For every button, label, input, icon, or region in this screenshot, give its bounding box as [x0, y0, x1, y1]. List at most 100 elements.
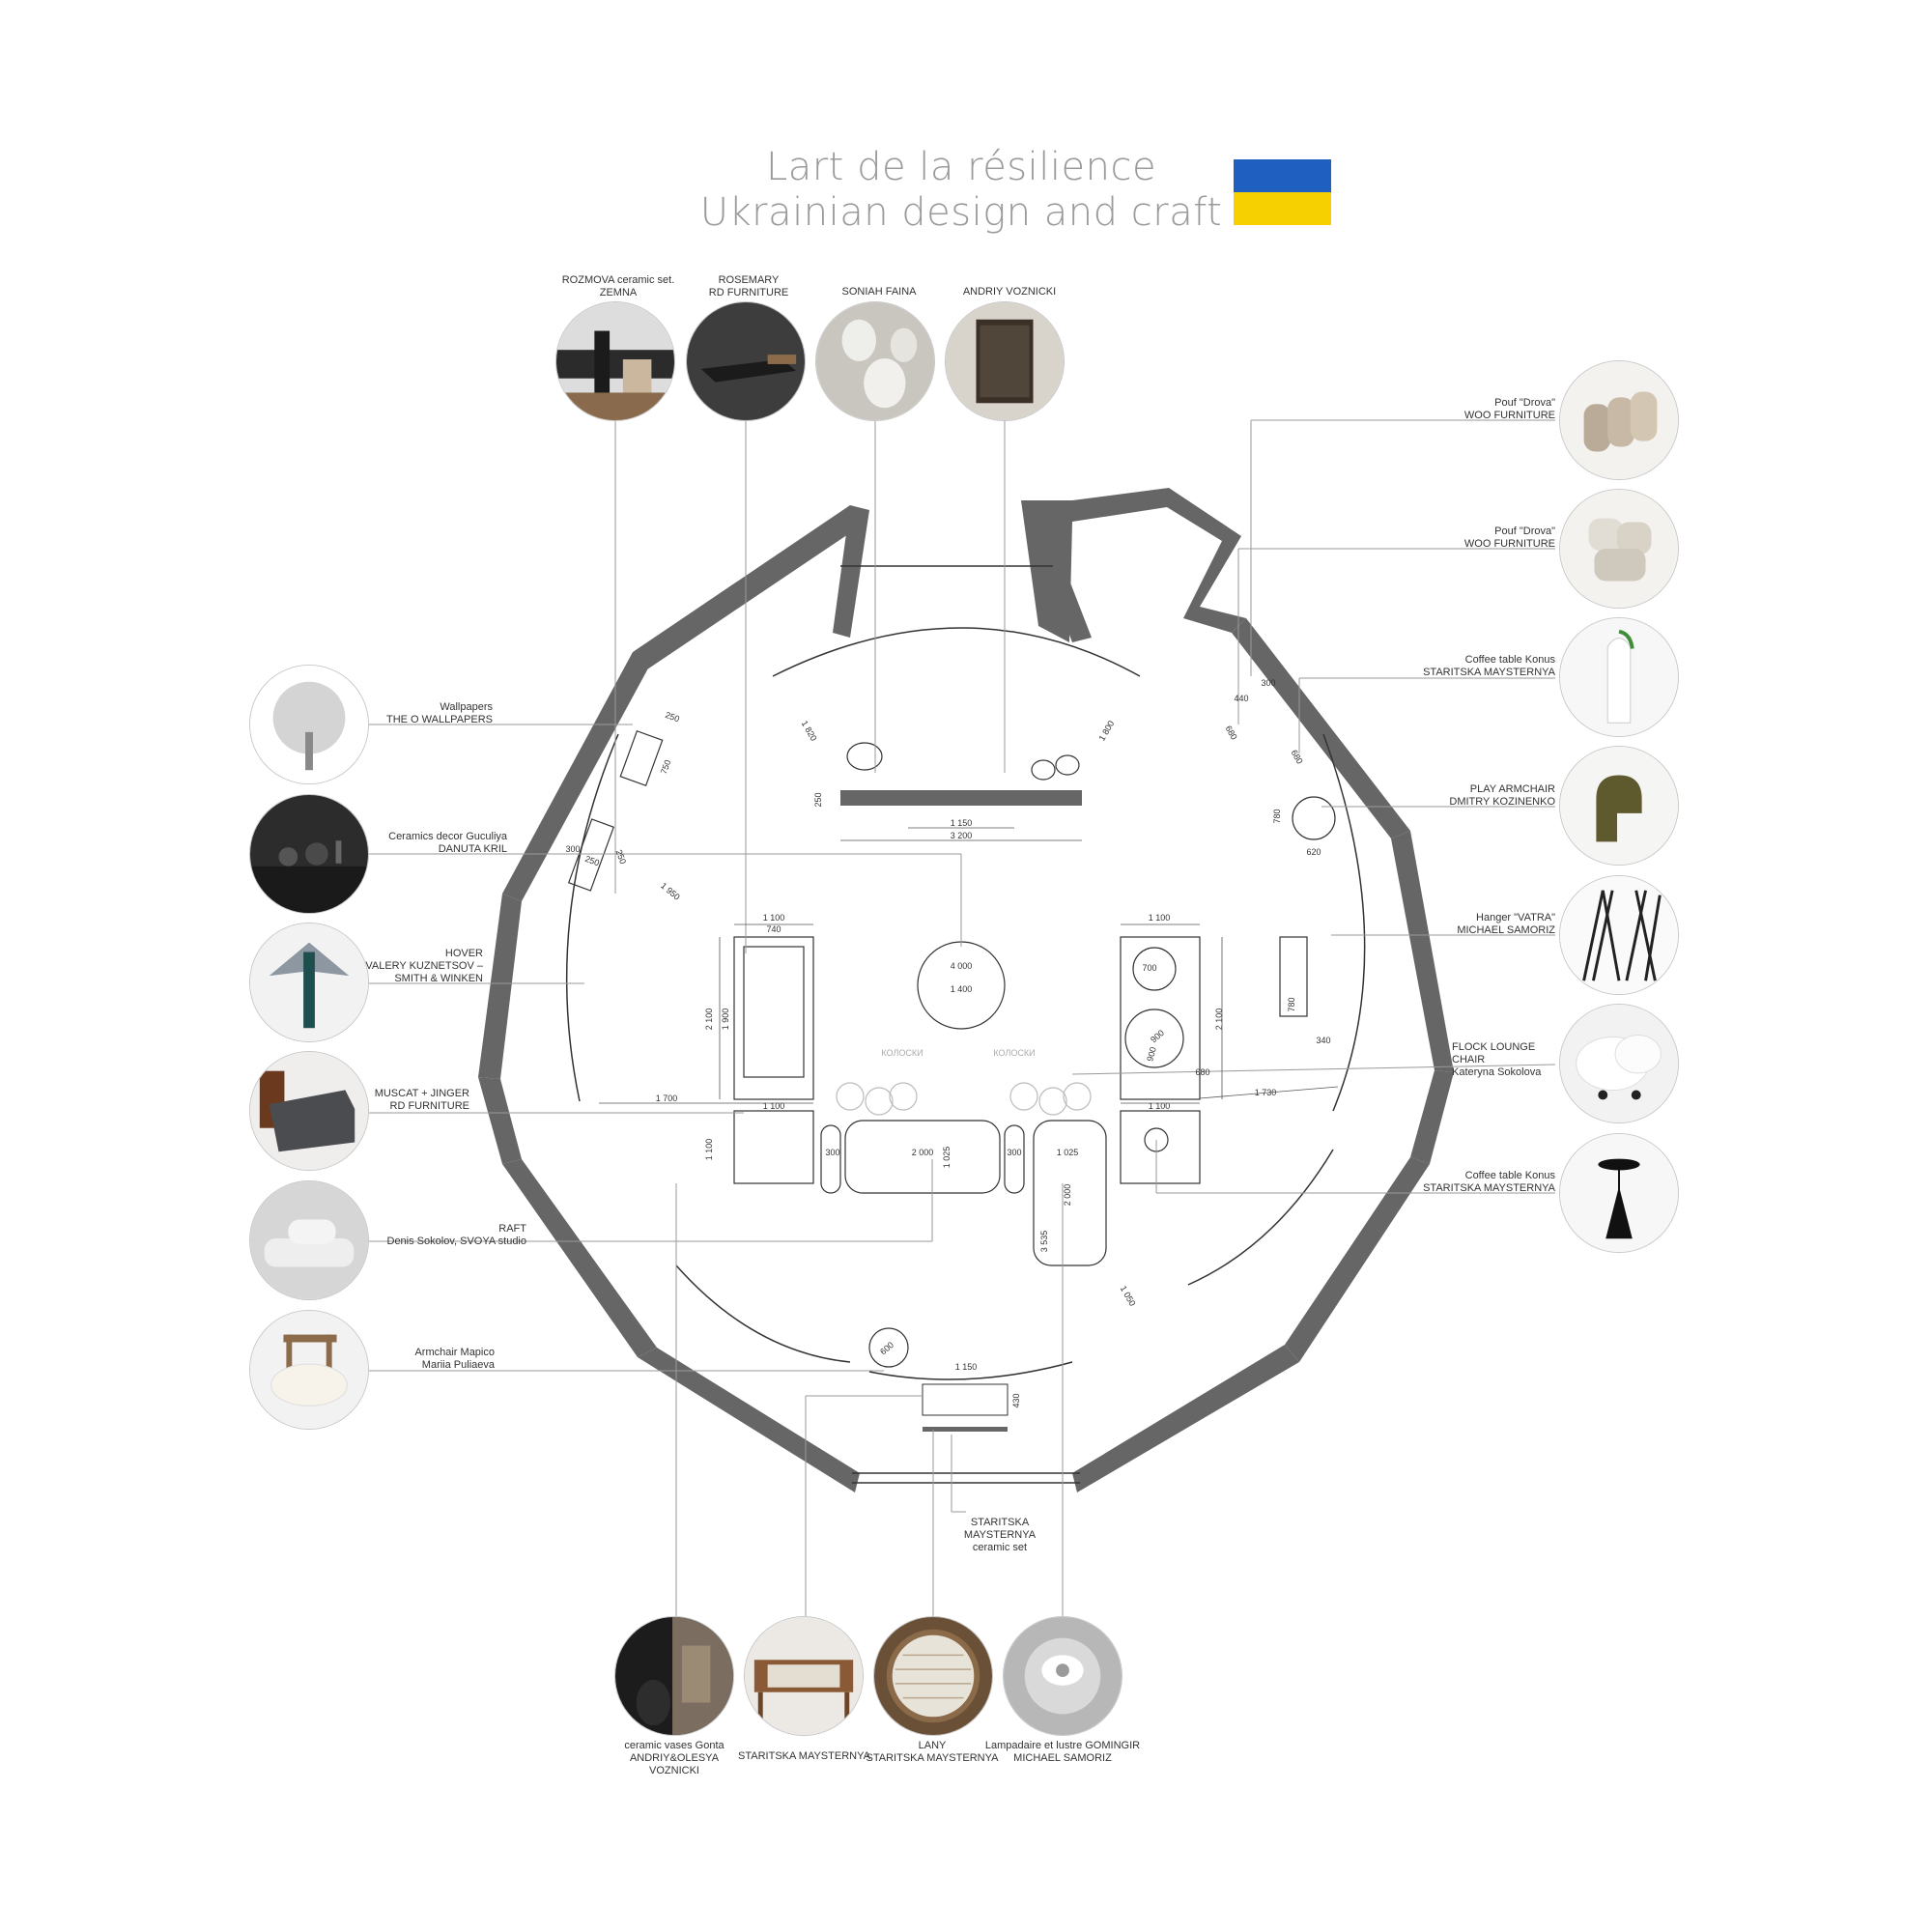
plant-right-3 [1063, 1082, 1092, 1111]
label-wallpapers: Wallpapers THE O WALLPAPERS [385, 701, 493, 725]
kolosky-right: КОЛОСКИ [993, 1048, 1035, 1058]
label-hanger-vatra: Hanger "VATRA" MICHAEL SAMORIZ [1457, 912, 1555, 936]
thumb-muscat-jinger [249, 1051, 369, 1171]
wall-se [1285, 1157, 1430, 1362]
thumb-gomingir-lamp [1003, 1616, 1122, 1736]
label-raft: RAFT Denis Sokolov, SVOYA studio [386, 1223, 527, 1247]
label-flock-lounge-chair: FLOCK LOUNGE CHAIR Kateryna Sokolova [1452, 1041, 1542, 1078]
pouf-left [820, 1124, 841, 1194]
ukraine-flag-icon [1234, 159, 1331, 225]
sofa-right-vertical [1033, 1120, 1107, 1266]
play-armchair [1292, 796, 1336, 840]
wall-nw-upper [833, 505, 869, 638]
thumb-pouf-drova-2 [1559, 489, 1679, 609]
partitions [840, 790, 1082, 1432]
plant-right-1 [1009, 1082, 1038, 1111]
dim-44: 780 [1272, 809, 1282, 823]
dim-3: 250 [813, 792, 823, 807]
inner-boundary [565, 565, 1366, 1484]
plant-right-2 [1038, 1087, 1067, 1116]
label-armchair-mapico: Armchair Mapico Mariia Puliaeva [414, 1347, 495, 1371]
thumb-raft-sofa [249, 1180, 369, 1300]
leader-lines [369, 419, 1556, 1616]
wall-panel-left-2 [567, 818, 615, 892]
thumb-rozmova-ceramic [555, 301, 675, 421]
dim-45: 620 [1306, 847, 1321, 857]
thumb-ceramic-vases-gonta [614, 1616, 734, 1736]
dim-36: 600 [878, 1340, 895, 1356]
dim-6: 250 [664, 710, 681, 724]
chair-right-top [1132, 947, 1177, 991]
chairs-top-left [846, 742, 883, 771]
dim-28: 300 [825, 1148, 839, 1157]
pouf-mid [1004, 1124, 1025, 1194]
dim-33: 2 000 [1063, 1184, 1072, 1207]
chairs-top-right [1031, 759, 1056, 781]
dim-24: 1 100 [1149, 1101, 1171, 1111]
dim-40: 440 [1234, 694, 1248, 703]
label-pouf-drova-1: Pouf "Drova" WOO FURNITURE [1463, 397, 1555, 421]
wall-w-mid [478, 894, 522, 1079]
kolosky-left: КОЛОСКИ [881, 1048, 923, 1058]
dim-32: 1 025 [1057, 1148, 1079, 1157]
dim-13: 740 [766, 924, 781, 934]
label-pouf-drova-2: Pouf "Drova" WOO FURNITURE [1463, 526, 1555, 550]
dim-15: 1 900 [721, 1009, 730, 1031]
thumb-wallpapers [249, 665, 369, 784]
wall-s-right [1072, 1345, 1299, 1492]
dim-37: 1 150 [955, 1362, 978, 1372]
title-line-1: Lart de la résilience [765, 145, 1157, 189]
thumb-play-armchair [1559, 746, 1679, 866]
dim-43: 680 [1290, 748, 1305, 765]
dim-19: 700 [1142, 963, 1156, 973]
dimension-lines [599, 827, 1339, 1104]
label-muscat-jinger: MUSCAT + JINGER RD FURNITURE [374, 1088, 469, 1112]
table-muscat [733, 1110, 814, 1184]
partition-north [840, 790, 1082, 806]
wall-s-left [638, 1348, 860, 1492]
thumb-hover [249, 923, 369, 1042]
dim-16: 4 000 [951, 961, 973, 971]
dim-11: 1 950 [659, 881, 682, 902]
dim-1: 1 820 [800, 719, 819, 743]
dim-21: 900 [1145, 1046, 1158, 1063]
thumb-soniah-faina [815, 301, 935, 421]
armchair-mapico [868, 1327, 909, 1368]
flag-yellow-stripe [1234, 192, 1331, 225]
zone-right [1120, 936, 1201, 1100]
thumb-andriy-voznicki-art [945, 301, 1065, 421]
label-rozmova: ROZMOVA ceramic set. ZEMNA [561, 274, 675, 298]
label-rosemary: ROSEMARY RD FURNITURE [708, 274, 789, 298]
dim-38: 430 [1011, 1393, 1021, 1407]
label-play-armchair: PLAY ARMCHAIR DMITRY KOZINENKO [1449, 783, 1555, 808]
wall-w-upper [502, 652, 649, 901]
label-lany: LANY STARITSKA MAYSTERNYA [866, 1740, 999, 1764]
label-coffee-table-konus-1: Coffee table Konus STARITSKA MAYSTERNYA [1423, 654, 1555, 678]
wall-notch [1021, 488, 1246, 642]
console-south [922, 1383, 1009, 1416]
label-ceramics-guculiya: Ceramics decor Guculiya DANUTA KRIL [388, 831, 507, 855]
dim-14: 2 100 [704, 1009, 714, 1031]
dimension-labels: 1 820 1 800 250 1 150 3 200 250 750 300 … [565, 678, 1330, 1408]
dim-5: 3 200 [951, 831, 973, 840]
plant-left-2 [865, 1087, 894, 1116]
dim-35: 1 050 [1119, 1284, 1138, 1308]
dim-7: 750 [659, 758, 673, 776]
thumb-armchair-mapico [249, 1310, 369, 1430]
thumb-hanger-vatra [1559, 875, 1679, 995]
thumb-staritska-console [744, 1616, 864, 1736]
dim-23: 680 [1195, 1067, 1209, 1077]
dim-41: 300 [1261, 678, 1275, 688]
dim-2: 1 800 [1096, 719, 1116, 743]
dim-9: 250 [583, 854, 601, 868]
wall-sw [502, 1159, 657, 1357]
wall-e-lower [1410, 1070, 1454, 1164]
dim-20: 900 [1149, 1028, 1166, 1044]
thumb-ceramics-guculiya [249, 794, 369, 914]
dim-12: 1 100 [763, 913, 785, 923]
daybed-left [733, 936, 814, 1100]
daybed-inner [743, 946, 805, 1078]
dim-27: 1 100 [704, 1139, 714, 1161]
dim-46: 780 [1287, 997, 1296, 1011]
label-hover: HOVER VALERY KUZNETSOV – SMITH & WINKEN [365, 948, 483, 984]
